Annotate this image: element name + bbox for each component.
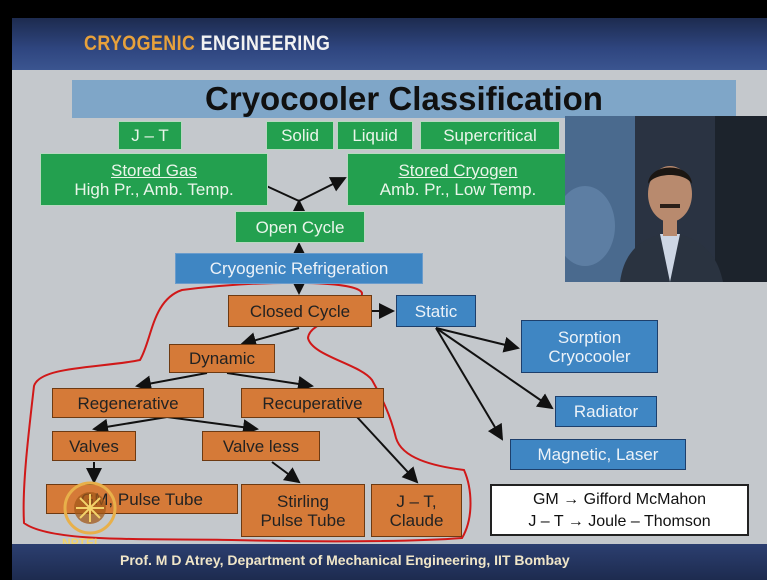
jt-claude-line2: Claude	[389, 510, 444, 530]
sorption-line2: Cryocooler	[548, 346, 631, 366]
box-stored-gas: Stored Gas High Pr., Amb. Temp.	[40, 153, 268, 206]
stirling-line2: Pulse Tube	[260, 510, 346, 530]
arrow-to-recuperative	[226, 372, 314, 392]
box-magnetic-laser: Magnetic, Laser	[510, 439, 686, 470]
nptel-logo-icon	[63, 481, 117, 535]
box-liquid-label: Liquid	[352, 126, 398, 145]
static-label: Static	[414, 301, 458, 321]
course-title-part1: CRYOGENIC	[84, 32, 196, 55]
box-valves: Valves	[52, 431, 136, 461]
stored-gas-subtitle: High Pr., Amb. Temp.	[74, 179, 234, 199]
arrow-to-stirling	[271, 461, 301, 484]
stirling-line1: Stirling	[277, 491, 329, 511]
box-valve-less: Valve less	[202, 431, 320, 461]
closed-cycle-label: Closed Cycle	[249, 301, 351, 321]
course-title-part2: ENGINEERING	[200, 32, 331, 55]
box-regenerative: Regenerative	[52, 388, 204, 418]
magnetic-laser-label: Magnetic, Laser	[537, 445, 659, 464]
box-jt-top-label: J – T	[131, 126, 169, 145]
box-dynamic: Dynamic	[169, 344, 275, 373]
box-radiator: Radiator	[555, 396, 657, 427]
slide: CRYOGENIC ENGINEERING Cryocooler Classif…	[12, 18, 767, 580]
valve-less-label: Valve less	[222, 436, 300, 456]
box-jt-claude: J – T, Claude	[371, 484, 462, 537]
diagram-connectors	[22, 176, 554, 543]
box-sorption-cryocooler: Sorption Cryocooler	[521, 320, 658, 373]
box-supercritical-label: Supercritical	[443, 126, 537, 145]
box-static: Static	[396, 295, 476, 327]
course-title: CRYOGENIC ENGINEERING	[84, 32, 330, 56]
legend-line1: GM → Gifford McMahon	[532, 491, 707, 508]
arrow-to-jt-claude	[356, 416, 419, 484]
footer-text: Prof. M D Atrey, Department of Mechanica…	[120, 552, 570, 568]
presenter-image	[565, 116, 767, 282]
arrow-to-valve-less	[166, 416, 259, 436]
abbreviation-legend: GM → Gifford McMahon J – T → Joule – Tho…	[490, 484, 749, 536]
presenter-video	[565, 116, 767, 282]
arrow-to-dynamic	[240, 327, 300, 348]
arrow-to-magnetic	[435, 327, 504, 441]
footer-band	[12, 544, 767, 580]
arrow-to-regenerative	[135, 372, 208, 392]
jt-claude-line1: J – T,	[396, 491, 437, 511]
valves-label: Valves	[69, 436, 119, 456]
arrow-to-sorption	[435, 327, 520, 353]
box-open-cycle: Open Cycle	[235, 211, 365, 243]
box-liquid: Liquid	[337, 121, 413, 150]
dynamic-label: Dynamic	[188, 349, 256, 368]
course-header-band	[12, 18, 767, 70]
arrow-to-stored-cryogen	[298, 177, 347, 202]
box-jt-top: J – T	[118, 121, 182, 150]
box-stirling-pulse-tube: Stirling Pulse Tube	[241, 484, 365, 537]
stored-gas-title: Stored Gas	[111, 160, 197, 180]
box-recuperative: Recuperative	[241, 388, 384, 418]
title-bar	[72, 80, 736, 118]
legend-line2: J – T → Joule – Thomson	[528, 513, 711, 530]
box-cryogenic-refrigeration: Cryogenic Refrigeration	[175, 253, 423, 284]
arrow-to-valves	[92, 416, 168, 435]
open-cycle-label: Open Cycle	[255, 217, 345, 237]
stored-cryogen-subtitle: Amb. Pr., Low Temp.	[379, 179, 537, 199]
sorption-line1: Sorption	[557, 327, 622, 347]
box-supercritical: Supercritical	[420, 121, 560, 150]
red-annotation-loop	[22, 281, 472, 543]
arrow-to-radiator	[435, 327, 554, 410]
recuperative-label: Recuperative	[262, 393, 363, 413]
cryogenic-refrigeration-label: Cryogenic Refrigeration	[209, 259, 389, 278]
box-solid: Solid	[266, 121, 334, 150]
regenerative-label: Regenerative	[77, 393, 179, 413]
slide-title: Cryocooler Classification	[205, 80, 603, 117]
box-stored-cryogen: Stored Cryogen Amb. Pr., Low Temp.	[347, 153, 569, 206]
box-solid-label: Solid	[281, 126, 319, 145]
stored-cryogen-title: Stored Cryogen	[398, 160, 518, 180]
box-closed-cycle: Closed Cycle	[228, 295, 372, 327]
radiator-label: Radiator	[573, 402, 639, 421]
